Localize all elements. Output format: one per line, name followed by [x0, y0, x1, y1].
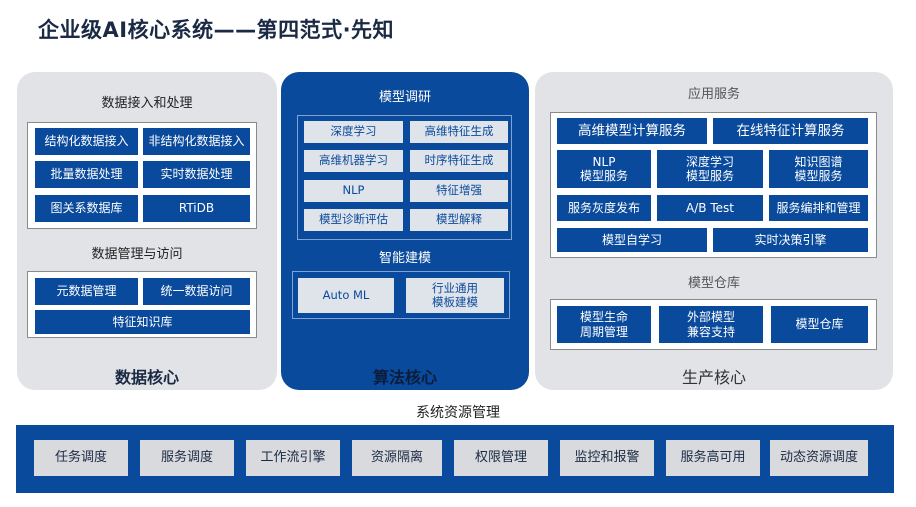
app-service-title: 应用服务 — [687, 87, 740, 102]
high-dim-compute-service-box: 高维模型计算服务 — [557, 118, 707, 144]
model-explain-box: 模型解释 — [410, 209, 508, 231]
external-model-compat-box: 外部模型 兼容支持 — [659, 306, 763, 343]
data-core-panel — [17, 72, 277, 390]
smart-modeling-title: 智能建模 — [378, 251, 431, 266]
gray-release-box: 服务灰度发布 — [557, 195, 651, 221]
graph-database-box: 图关系数据库 — [35, 195, 138, 222]
feature-knowledge-base-box: 特征知识库 — [35, 310, 250, 334]
workflow-engine-box: 工作流引擎 — [246, 440, 340, 476]
task-scheduling-box: 任务调度 — [34, 440, 128, 476]
data-core-label: 数据核心 — [114, 368, 179, 387]
service-orchestration-box: 服务编排和管理 — [769, 195, 868, 221]
page-title: 企业级AI核心系统——第四范式·先知 — [38, 18, 395, 42]
unstructured-ingest-box: 非结构化数据接入 — [143, 128, 250, 155]
nlp-box: NLP — [304, 180, 403, 202]
prod-core-label: 生产核心 — [681, 368, 746, 387]
model-warehouse-title: 模型仓库 — [687, 276, 740, 291]
deep-learning-service-box: 深度学习 模型服务 — [657, 150, 763, 188]
online-feature-service-box: 在线特征计算服务 — [713, 118, 868, 144]
automl-box: Auto ML — [298, 278, 394, 313]
feature-enhance-box: 特征增强 — [410, 180, 508, 202]
ab-test-box: A/B Test — [657, 195, 763, 221]
model-diagnosis-box: 模型诊断评估 — [304, 209, 403, 231]
data-ingest-title: 数据接入和处理 — [101, 96, 193, 111]
permission-management-box: 权限管理 — [454, 440, 548, 476]
unified-data-access-box: 统一数据访问 — [143, 278, 250, 305]
model-warehouse-box: 模型仓库 — [771, 306, 868, 343]
industry-template-box: 行业通用 模板建模 — [406, 278, 504, 313]
data-manage-title: 数据管理与访问 — [91, 247, 183, 262]
model-research-title: 模型调研 — [378, 90, 431, 105]
realtime-processing-box: 实时数据处理 — [143, 161, 250, 188]
resource-isolation-box: 资源隔离 — [352, 440, 442, 476]
knowledge-graph-service-box: 知识图谱 模型服务 — [769, 150, 868, 188]
model-self-learning-box: 模型自学习 — [557, 228, 707, 252]
deep-learning-box: 深度学习 — [304, 121, 403, 143]
model-research-frame — [297, 115, 512, 240]
high-dim-ml-box: 高维机器学习 — [304, 150, 403, 172]
metadata-management-box: 元数据管理 — [35, 278, 138, 305]
realtime-decision-engine-box: 实时决策引擎 — [713, 228, 868, 252]
service-scheduling-box: 服务调度 — [140, 440, 234, 476]
monitoring-alert-box: 监控和报警 — [560, 440, 654, 476]
smart-modeling-frame — [292, 271, 510, 319]
batch-processing-box: 批量数据处理 — [35, 161, 138, 188]
structured-ingest-box: 结构化数据接入 — [35, 128, 138, 155]
high-availability-box: 服务高可用 — [666, 440, 760, 476]
rtidb-box: RTiDB — [143, 195, 250, 222]
high-dim-feature-gen-box: 高维特征生成 — [410, 121, 508, 143]
algo-core-label: 算法核心 — [372, 368, 437, 387]
resource-title: 系统资源管理 — [416, 405, 500, 421]
dynamic-resource-scheduling-box: 动态资源调度 — [770, 440, 868, 476]
model-lifecycle-box: 模型生命 周期管理 — [557, 306, 651, 343]
nlp-model-service-box: NLP 模型服务 — [557, 150, 651, 188]
time-series-feature-box: 时序特征生成 — [410, 150, 508, 172]
